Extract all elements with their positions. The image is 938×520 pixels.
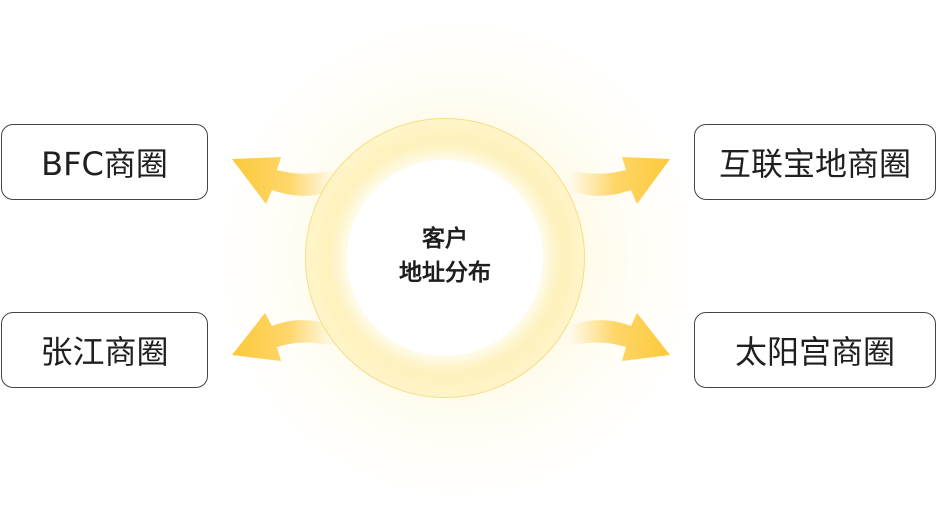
hub-label-line2: 地址分布 (399, 260, 491, 286)
arrow-bottom-right (563, 313, 670, 361)
region-box-hulianbaodi: 互联宝地商圈 (694, 124, 936, 200)
hub-core (347, 160, 543, 356)
hub-label: 客户 地址分布 (347, 222, 543, 290)
region-box-taiyanggong: 太阳宫商圈 (694, 312, 936, 388)
arrow-top-right (563, 157, 670, 204)
region-box-zhangjiang: 张江商圈 (1, 312, 208, 388)
arrow-bottom-left (232, 313, 340, 361)
region-box-bfc: BFC商圈 (1, 124, 208, 200)
hub-label-line1: 客户 (422, 226, 468, 252)
arrow-top-left (232, 157, 340, 204)
